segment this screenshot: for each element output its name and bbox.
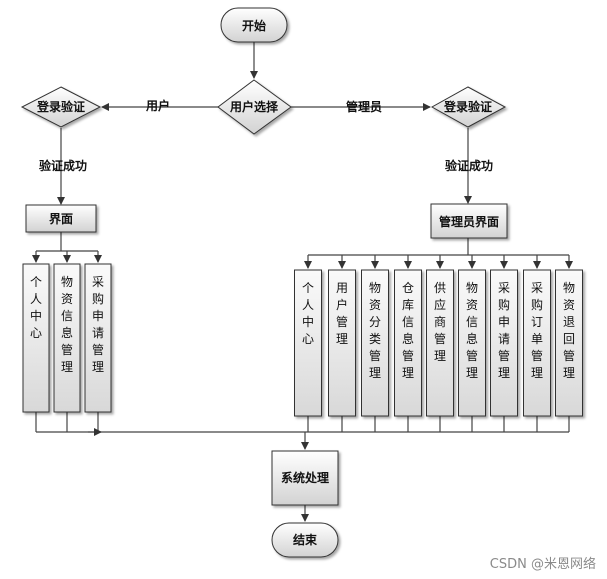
process-label: 系统处理 [281,470,329,485]
admin-module-box-9 [555,269,583,417]
admin-module-label-9: 物资退回管理 [563,281,575,380]
edge-label-success-left: 验证成功 [39,158,87,173]
user-module-label-1: 个人中心 [30,275,42,340]
admin-module-label-5: 供应商管理 [434,281,446,363]
admin-modules: 个人中心 用户管理 物资分类管理 仓库信息管理 供应商管理 物资信息管理 采购申请管理 采购订… [294,269,583,417]
watermark: CSDN @米恩网络 [490,556,596,572]
admin-module-label-2: 用户管理 [336,281,348,346]
end-label: 结束 [293,532,318,547]
admin-ui-node [430,203,508,239]
admin-module-box-2 [328,269,356,417]
user-module-box-3 [84,263,112,413]
admin-module-box-1 [294,269,322,417]
ui-label: 界面 [49,211,73,226]
login-left-node [20,86,102,128]
admin-module-label-6: 物资信息管理 [466,281,478,380]
start-label: 开始 [242,18,266,33]
process-node [271,450,339,506]
admin-module-label-4: 仓库信息管理 [402,281,414,380]
user-module-label-2: 物资信息管理 [61,275,73,374]
admin-module-label-1: 个人中心 [302,281,314,346]
ui-node [25,204,97,233]
user-select-node [217,79,292,135]
admin-module-box-6 [458,269,486,417]
admin-module-box-8 [523,269,551,417]
user-modules: 个人中心 物资信息管理 采购申请管理 [22,263,112,413]
login-right-label: 登录验证 [443,99,492,114]
admin-module-label-7: 采购申请管理 [498,281,510,380]
connectors [32,42,573,522]
user-select-label: 用户选择 [229,99,279,114]
user-module-box-2 [53,263,81,413]
edge-label-user: 用户 [145,98,170,113]
edge-label-success-right: 验证成功 [445,158,493,173]
admin-module-label-3: 物资分类管理 [369,281,381,380]
admin-module-label-8: 采购订单管理 [531,281,543,380]
login-right-node [430,86,507,128]
admin-module-box-5 [426,269,454,417]
login-left-label: 登录验证 [36,99,85,114]
admin-module-box-3 [361,269,389,417]
admin-module-box-7 [490,269,518,417]
edge-label-admin: 管理员 [346,99,382,114]
user-module-box-1 [22,263,50,413]
end-node [271,522,339,558]
admin-module-box-4 [394,269,422,417]
user-module-label-3: 采购申请管理 [92,275,104,374]
start-node [220,7,288,43]
admin-ui-label: 管理员界面 [439,214,499,229]
